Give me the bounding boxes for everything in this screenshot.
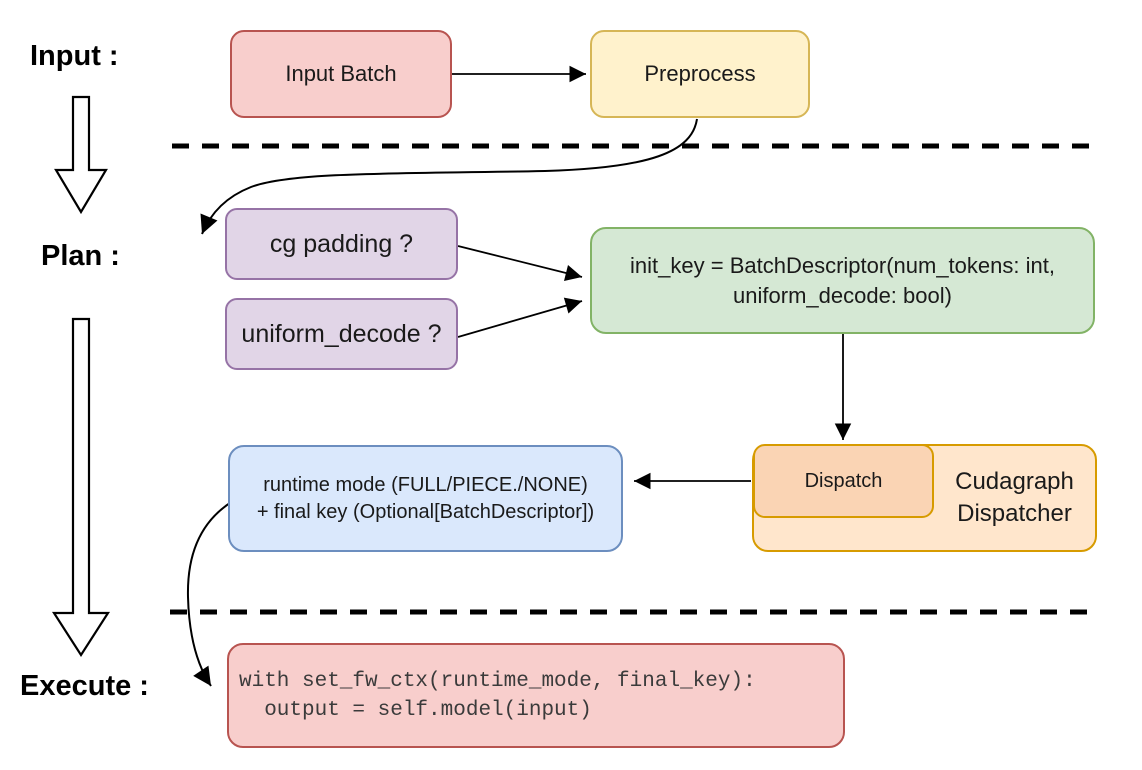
node-input-batch-label: Input Batch xyxy=(285,61,397,86)
dispatcher-label-line2: Dispatcher xyxy=(957,500,1072,527)
node-init-key-line1: init_key = BatchDescriptor(num_tokens: i… xyxy=(630,252,1055,278)
node-execute-code: with set_fw_ctx(runtime_mode, final_key)… xyxy=(227,643,845,748)
dispatcher-label-line1: Cudagraph xyxy=(955,468,1074,495)
node-dispatch: Dispatch xyxy=(753,444,934,518)
node-input-batch: Input Batch xyxy=(230,30,452,118)
node-preprocess-label: Preprocess xyxy=(644,61,756,86)
node-dispatch-label: Dispatch xyxy=(804,469,883,492)
flow-arrow-plan-to-execute-icon xyxy=(51,317,111,658)
code-line2: output = self.model(input) xyxy=(239,698,592,722)
section-label-execute: Execute : xyxy=(20,670,149,702)
code-line1: with set_fw_ctx(runtime_mode, final_key)… xyxy=(239,669,756,693)
node-runtime-mode: runtime mode (FULL/PIECE./NONE) + final … xyxy=(228,445,623,552)
section-label-plan: Plan : xyxy=(41,240,120,272)
node-preprocess: Preprocess xyxy=(590,30,810,118)
node-init-key: init_key = BatchDescriptor(num_tokens: i… xyxy=(590,227,1095,334)
node-uniform-decode: uniform_decode ? xyxy=(225,298,458,370)
node-cudagraph-dispatcher-label: Cudagraph Dispatcher xyxy=(934,444,1095,552)
node-uniform-decode-label: uniform_decode ? xyxy=(241,319,442,348)
arrow-cgpadding-to-initkey xyxy=(457,245,583,282)
flow-arrow-input-to-plan-icon xyxy=(54,95,108,215)
node-runtime-mode-line2: + final key (Optional[BatchDescriptor]) xyxy=(256,500,595,523)
section-label-input: Input : xyxy=(30,40,119,72)
node-init-key-line2: uniform_decode: bool) xyxy=(733,282,952,308)
node-runtime-mode-line1: runtime mode (FULL/PIECE./NONE) xyxy=(263,473,588,496)
arrow-uniformdecode-to-initkey xyxy=(457,297,583,338)
node-cg-padding-label: cg padding ? xyxy=(269,229,414,258)
node-cg-padding: cg padding ? xyxy=(225,208,458,280)
